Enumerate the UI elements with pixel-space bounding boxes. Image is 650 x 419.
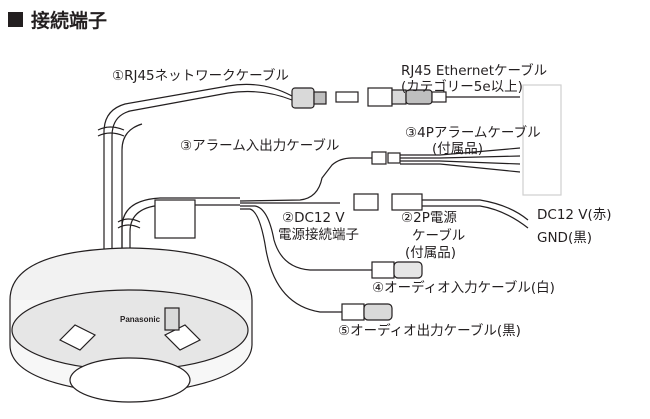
alarm-cable [239,157,372,202]
label-rj45-cable: ①RJ45ネットワークケーブル [112,68,289,84]
label-audio-in: ④オーディオ入力ケーブル(白) [372,280,555,296]
section-title-text: 接続端子 [31,10,108,32]
label-dc12-line1: ②DC12 V [282,210,345,226]
rj45-connector [291,87,315,109]
audio-out-cable [240,208,342,313]
label-alarm-io: ③アラーム入出力ケーブル [180,138,340,154]
junction-box [154,199,196,239]
label-power-2p-line1: ②2P電源 [401,210,457,226]
camera-body [9,247,253,403]
label-gnd-black: GND(黒) [537,230,592,246]
label-power-2p-line3: (付属品) [405,245,457,261]
rj45-cable [103,83,293,250]
square-bullet-icon [8,12,23,27]
label-ethernet-line2: (カテゴリー5e以上) [401,79,523,95]
label-alarm-4p-line1: ③4Pアラームケーブル [405,125,541,141]
label-audio-out: ⑤オーディオ出力ケーブル(黒) [338,323,521,339]
label-power-2p-line2: ケーブル [412,228,466,244]
audio-in-cable [240,205,372,271]
label-dc12-red: DC12 V(赤) [537,207,612,223]
label-dc12-line2: 電源接続端子 [278,227,359,243]
dc12v-terminal [353,193,379,211]
label-alarm-4p-line2: (付属品) [432,141,484,157]
label-ethernet-line1: RJ45 Ethernetケーブル [401,63,548,79]
section-title: 接続端子 [8,6,107,33]
brand-logo: Panasonic [120,315,161,324]
